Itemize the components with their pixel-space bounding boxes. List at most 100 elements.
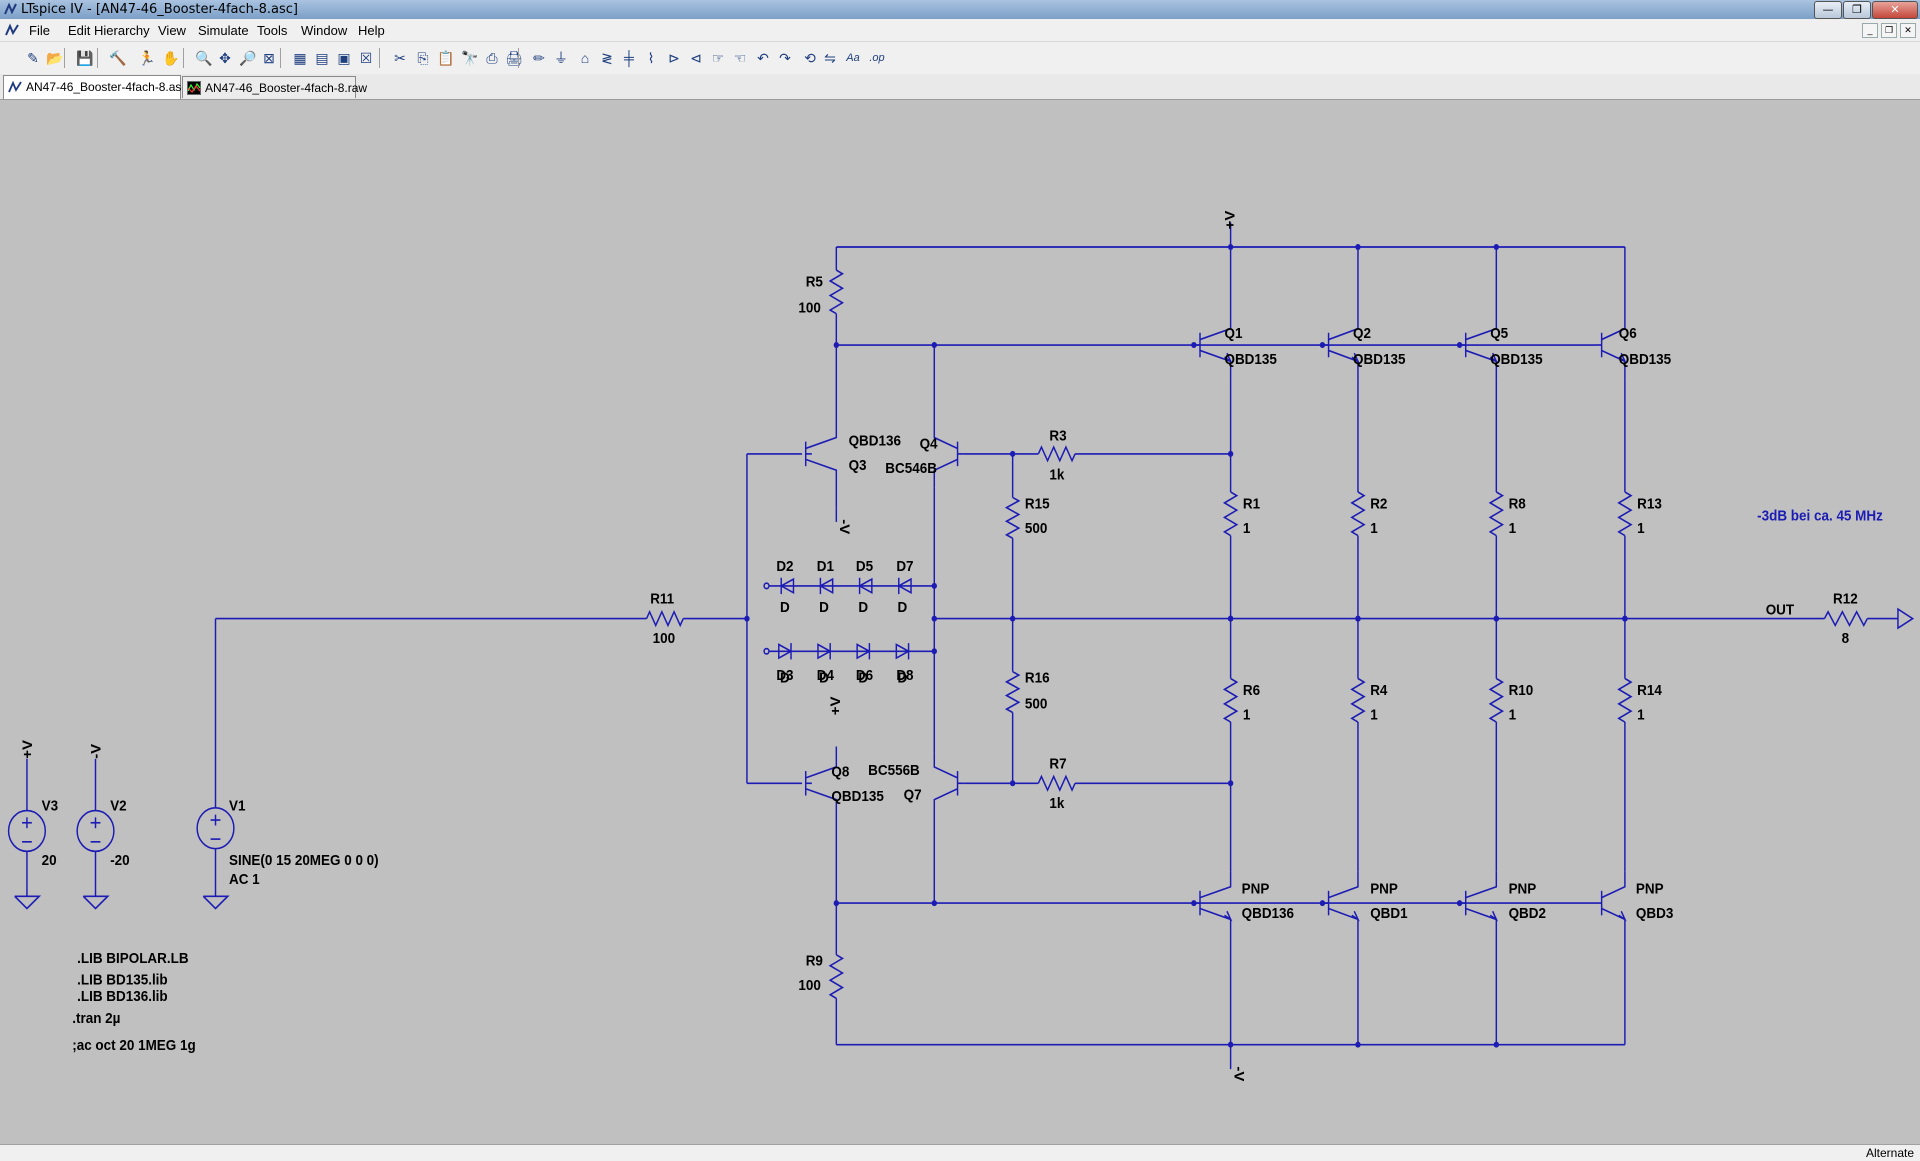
resistor-icon[interactable]: ≷ [601,49,613,66]
zoom-out-icon[interactable]: 🔎 [239,49,257,66]
menu-hierarchy[interactable]: Hierarchy [94,23,150,38]
tile-icon[interactable]: ▤ [315,49,329,66]
label-r10: R10 [1509,682,1534,699]
pause-icon[interactable]: ✋ [162,49,180,66]
schematic-drawing[interactable]: R5100R9100R31kR71kR15500R16500R11100R128… [0,100,1920,1144]
drag-icon[interactable]: ☜ [733,49,747,66]
label-net-icon[interactable]: ⌂ [580,50,590,66]
label-r9v: 100 [798,978,821,995]
new-schematic-icon[interactable]: ✎ [27,49,39,66]
menu-tools[interactable]: Tools [257,23,288,38]
inductor-icon[interactable]: ⌇ [647,49,655,66]
label-dm: D [819,670,829,687]
print-icon[interactable]: 🖨 [505,49,523,66]
junction-dot [1622,615,1628,622]
component-icon[interactable]: ⊲ [690,49,702,66]
junction-dot [1319,900,1326,907]
menu-edit[interactable]: Edit [68,23,91,38]
pnp-transistor-1 [1328,871,1359,899]
tab-waveform[interactable]: AN47-46_Booster-4fach-8.raw [182,76,367,98]
paste-icon[interactable]: 📋 [437,49,455,66]
label-q8: Q8 [831,764,849,781]
cascade-icon[interactable]: ▣ [337,49,351,66]
v2-source [76,809,115,853]
emitter-resistor-bottom-0 [1222,677,1239,723]
mirror-icon[interactable]: ⇋ [824,49,836,66]
junction-dot [1227,244,1234,250]
autorange-icon[interactable]: ▦ [293,49,307,66]
mdi-restore-button[interactable]: ❐ [1881,23,1897,38]
label-vn: -V [1231,1066,1246,1081]
capacitor-icon[interactable]: ╪ [624,50,634,66]
undo-icon[interactable]: ↶ [757,49,769,66]
maximize-button[interactable]: ❐ [1843,1,1871,19]
draw-wire-icon[interactable]: ✏ [533,49,545,66]
diode-icon[interactable]: ⊳ [668,49,680,66]
save-icon[interactable]: 💾 [76,49,94,66]
diode-bottom [778,643,793,660]
document-icon[interactable] [4,22,20,38]
label-note: -3dB bei ca. 45 MHz [1757,508,1883,525]
npn-transistor-0 [1224,352,1233,364]
mdi-minimize-button[interactable]: _ [1862,23,1878,38]
copy-icon[interactable]: ⎘ [417,49,429,66]
menu-help[interactable]: Help [358,23,385,38]
label-r5v: 100 [798,300,821,317]
mdi-close-button[interactable]: ✕ [1900,23,1916,38]
zoom-in-icon[interactable]: 🔍 [195,49,213,66]
window-title: LTspice IV - [AN47-46_Booster-4fach-8.as… [21,2,298,17]
menu-view[interactable]: View [158,23,186,38]
minimize-button[interactable]: — [1814,1,1842,19]
label-r14v: 1 [1637,707,1645,724]
tab-schematic[interactable]: AN47-46_Booster-4fach-8.asc [3,75,187,99]
toolbar-separator [183,48,184,68]
label-v1a: AC 1 [229,871,260,888]
control-panel-icon[interactable]: 🔨 [109,49,127,66]
rotate-icon[interactable]: ⟲ [804,49,816,66]
cut-icon[interactable]: ✂ [394,49,406,66]
junction-dot [1191,900,1197,907]
menu-window[interactable]: Window [301,23,348,38]
q7-transistor [933,753,958,779]
toolbar-separator [97,48,98,68]
title-bar: LTspice IV - [AN47-46_Booster-4fach-8.as… [0,0,1920,19]
label-p4: PNP [1636,881,1664,898]
text-icon[interactable]: Aa [846,52,860,64]
spice-directive-icon[interactable]: .op [869,52,885,64]
r9-resistor [828,954,845,1000]
junction-dot [1493,244,1500,250]
q3-transistor [805,345,838,450]
label-dm: D [780,670,790,687]
find-icon[interactable]: 🔭 [461,49,479,66]
run-icon[interactable]: 🏃 [138,49,156,66]
label-r3v: 1k [1049,467,1064,484]
move-icon[interactable]: ☞ [711,49,725,66]
print-setup-icon[interactable]: ⎙ [486,49,498,66]
menu-simulate[interactable]: Simulate [198,23,249,38]
v1-source [196,806,235,850]
junction-dot [1227,450,1234,457]
label-d2: D2 [776,558,793,575]
redo-icon[interactable]: ↷ [779,49,791,66]
zoom-fit-icon[interactable]: ⊠ [263,49,275,66]
close-window-icon[interactable]: ☒ [359,49,373,66]
label-p1m: QBD136 [1242,905,1294,922]
ground-icon[interactable]: ⏚ [554,50,568,66]
toolbar-separator [280,48,281,68]
label-r9: R9 [806,953,823,970]
label-d4: D4 [817,667,834,684]
open-icon[interactable]: 📂 [46,49,64,66]
label-vp: +V [1223,210,1238,229]
diode-top [779,577,795,595]
label-p4m: QBD3 [1636,905,1673,922]
close-button[interactable]: ✕ [1872,1,1918,19]
menu-bar: File Edit Hierarchy View Simulate Tools … [0,19,1920,42]
label-r13v: 1 [1637,520,1645,537]
diode-top [818,577,834,595]
menu-file[interactable]: File [29,23,50,38]
pan-icon[interactable]: ✥ [219,49,231,66]
junction-dot [931,582,937,589]
r7-resistor [1037,774,1076,792]
junction-dot [1319,342,1326,349]
